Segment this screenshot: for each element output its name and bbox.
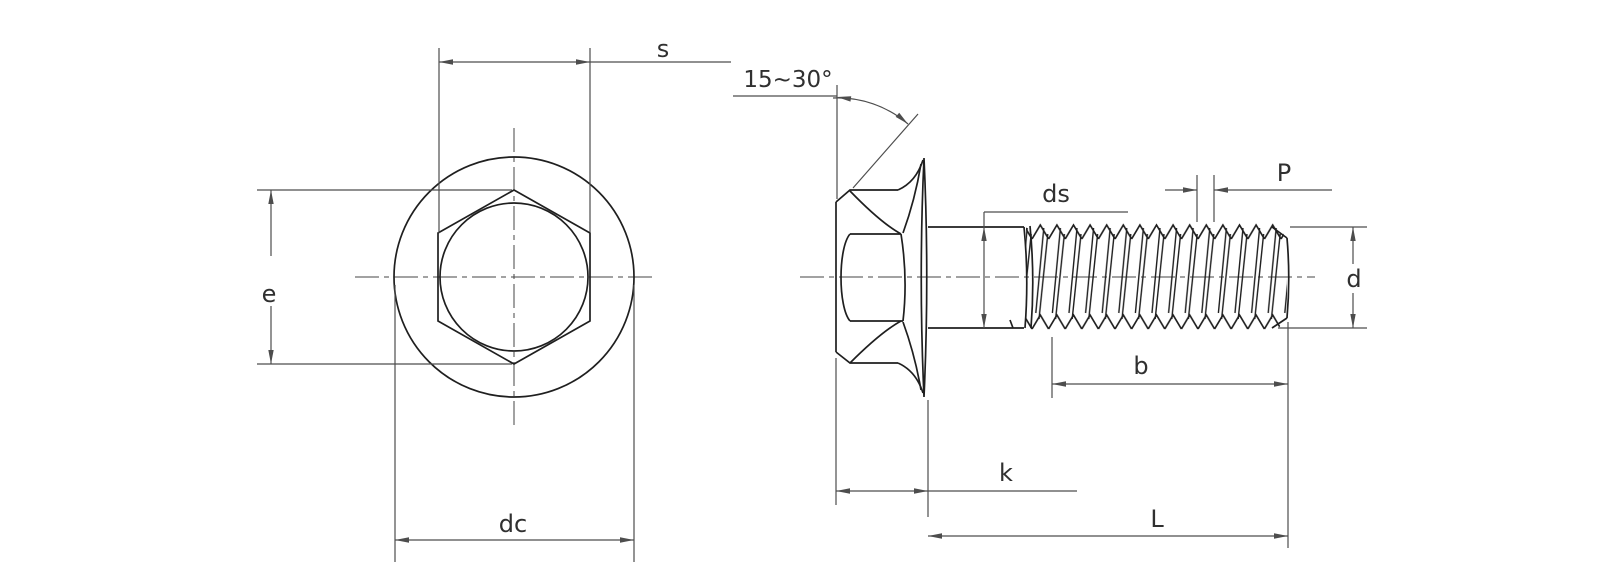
- dimension-l: [927, 322, 1289, 548]
- label-s: s: [657, 35, 670, 63]
- flange-cone-top: [897, 159, 924, 191]
- hex-outline: [437, 189, 591, 365]
- flange-circle: [393, 156, 635, 398]
- dimension-ds: [980, 211, 1128, 329]
- dimension-e: [257, 189, 512, 365]
- head-bottom-edge: [835, 351, 898, 364]
- flange-rim-edge: [920, 157, 928, 398]
- tip-chamfer-bottom: [1271, 317, 1288, 329]
- label-ds: ds: [1042, 180, 1070, 208]
- dimension-d: [1278, 226, 1367, 329]
- label-k: k: [999, 459, 1013, 487]
- head-top-chamfer-arc: [849, 190, 902, 235]
- dimension-p: [1165, 175, 1332, 222]
- label-p: P: [1277, 159, 1291, 187]
- dimension-b: [1051, 337, 1289, 398]
- label-dc: dc: [499, 510, 527, 538]
- bolt-tip: [1271, 226, 1290, 329]
- dimension-angle: [733, 85, 919, 199]
- label-e: e: [262, 280, 277, 308]
- inscribed-circle: [439, 202, 589, 352]
- head-corner-edge-arc: [900, 233, 906, 322]
- thread-section: [1026, 218, 1287, 337]
- thread-runout-tick: [1009, 319, 1014, 329]
- head-top-edge: [835, 189, 898, 203]
- head-middle-chamfer-arc: [840, 233, 851, 322]
- flange-fillet-bottom: [902, 321, 922, 391]
- dimensions: [257, 48, 1367, 562]
- dimension-labels: s e dc 15~30° ds P d b k L: [262, 35, 1362, 538]
- label-l: L: [1150, 505, 1164, 533]
- flange-profile: [897, 157, 928, 398]
- bolt-head-profile: [835, 189, 906, 364]
- side-view: [835, 157, 1290, 398]
- tip-chamfer-top: [1271, 226, 1288, 239]
- tip-end-face: [1286, 237, 1290, 319]
- label-angle: 15~30°: [743, 67, 832, 93]
- flange-fillet-top: [902, 163, 922, 234]
- dimension-k: [835, 358, 1077, 517]
- dimension-s: [438, 48, 731, 233]
- label-d: d: [1346, 265, 1361, 293]
- dimension-dc: [394, 285, 635, 562]
- front-view: [393, 156, 635, 398]
- head-bottom-chamfer-arc: [849, 320, 902, 364]
- label-b: b: [1133, 352, 1148, 380]
